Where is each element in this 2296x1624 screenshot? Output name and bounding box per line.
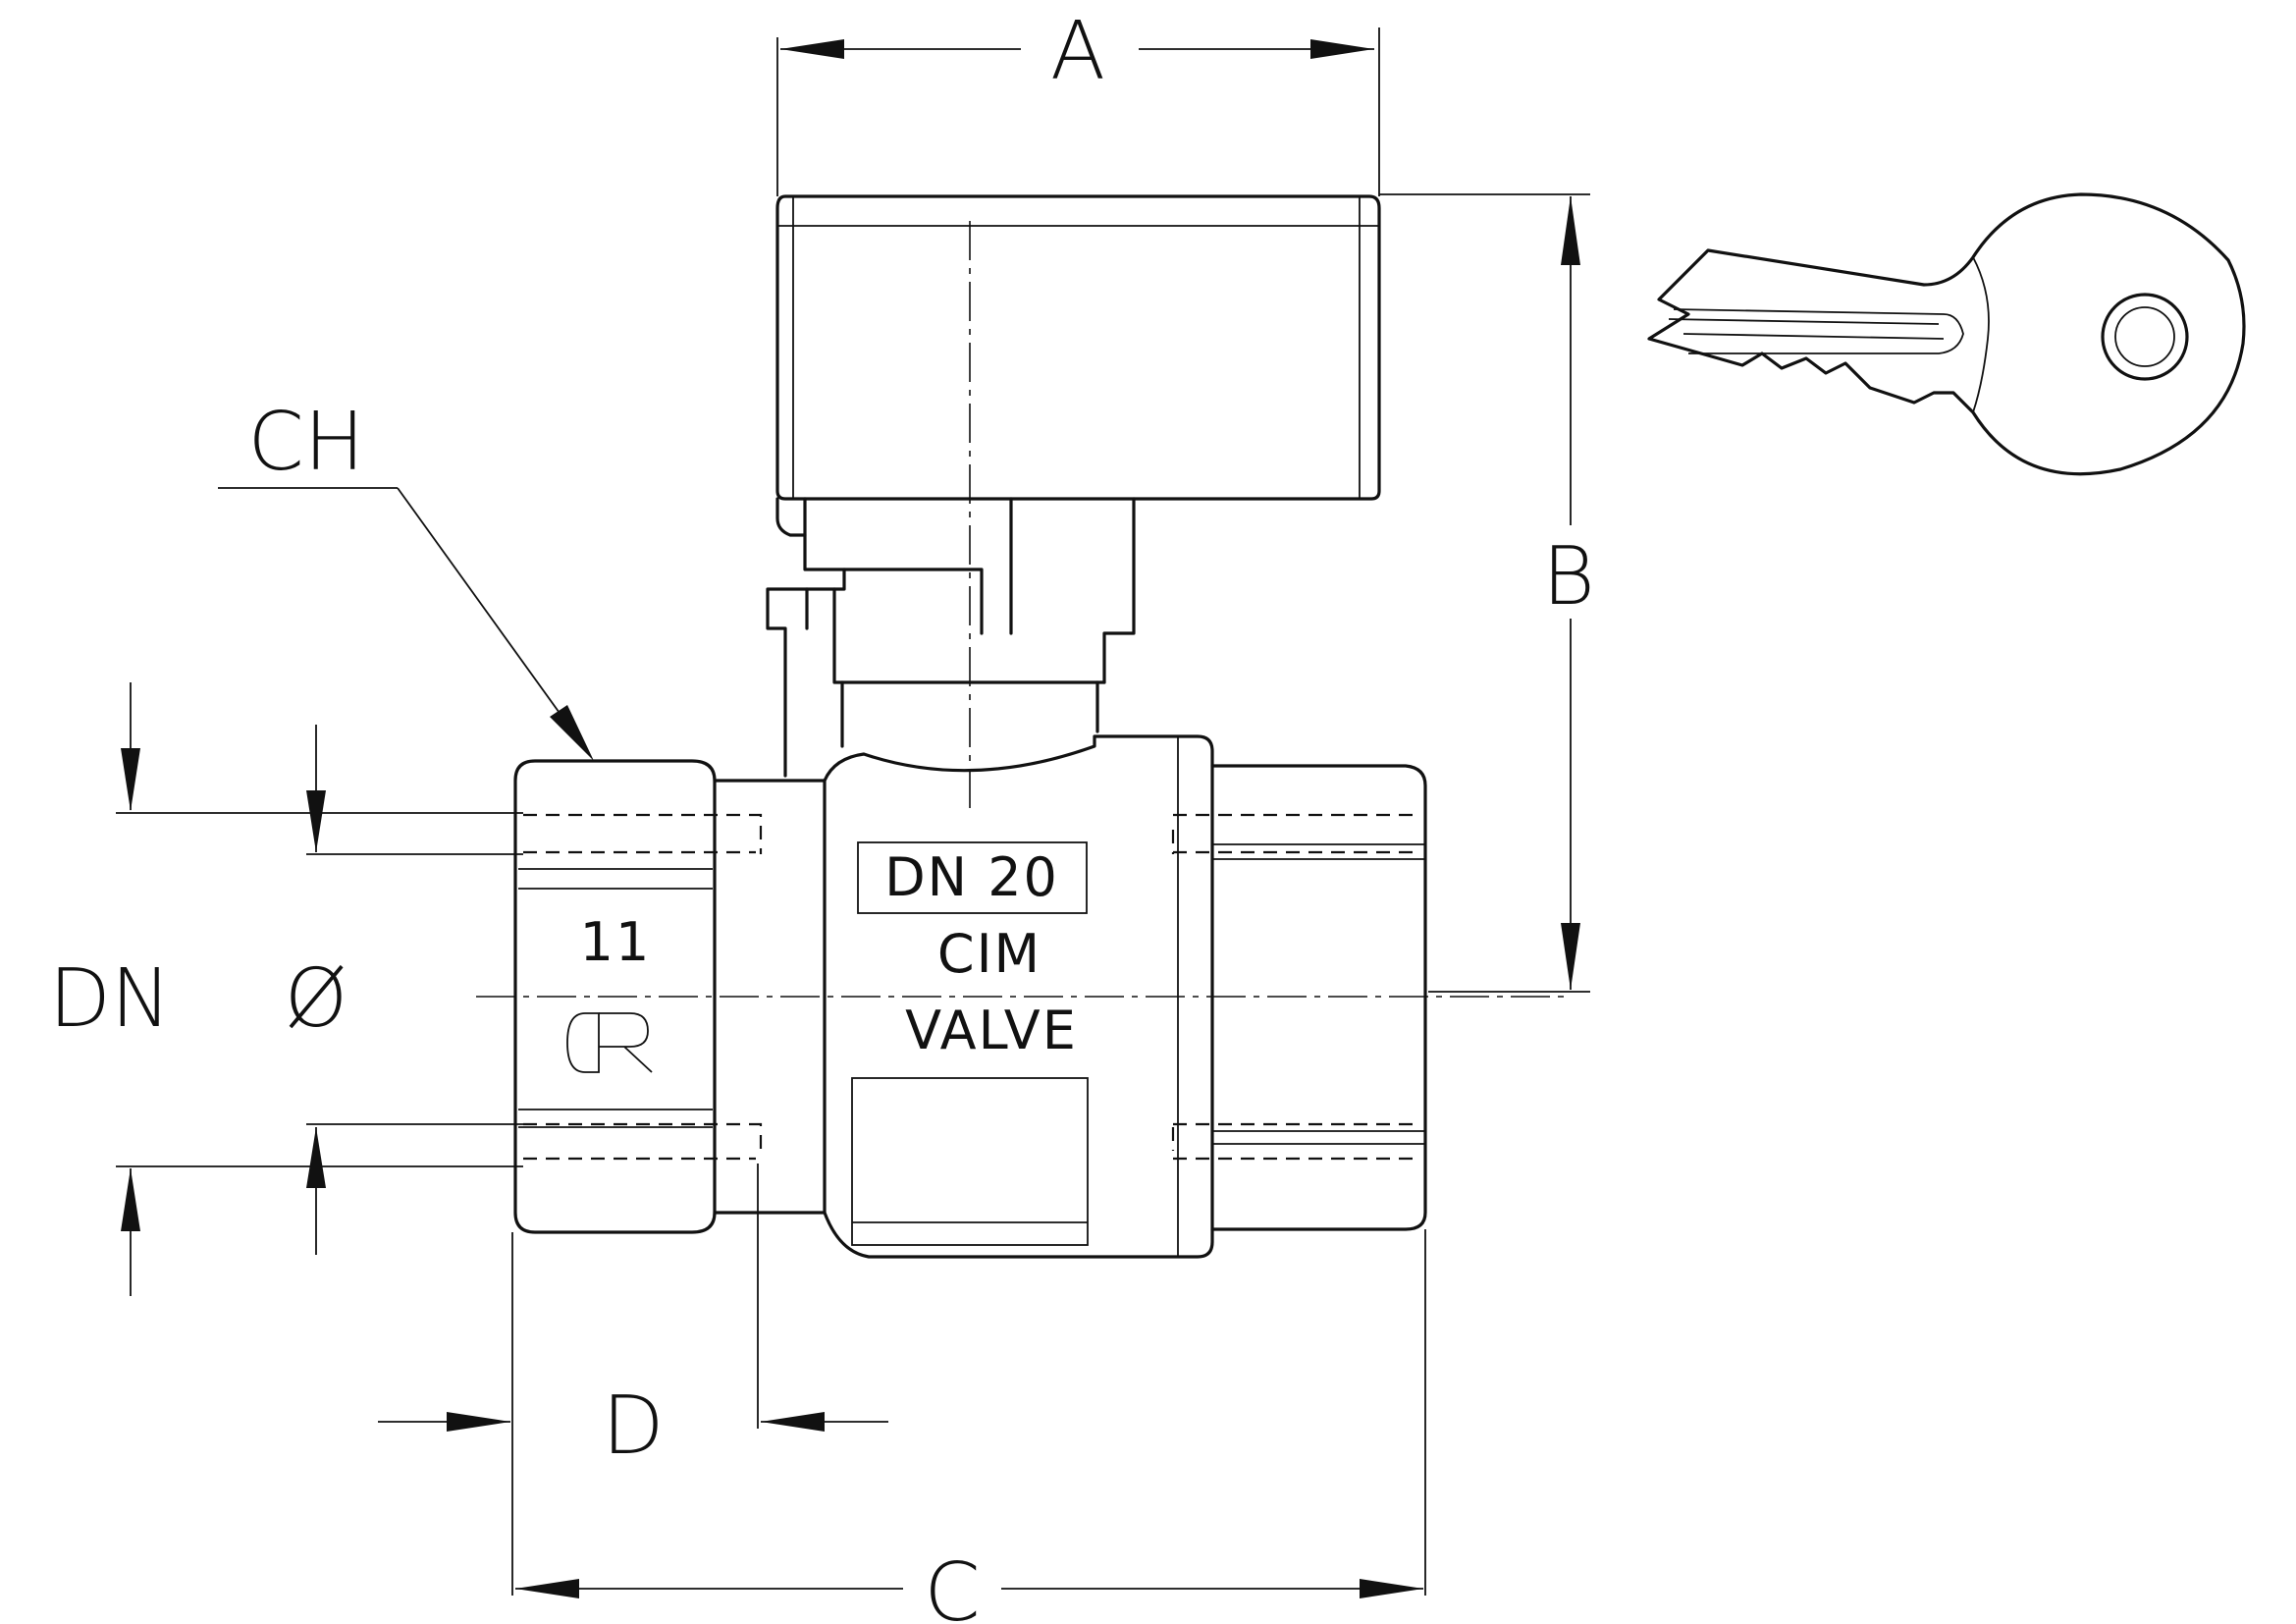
dimension-d: D <box>378 1164 888 1596</box>
brand-marking: CIM <box>937 923 1041 985</box>
key-icon <box>1647 192 2246 476</box>
model-number-marking: 11 <box>580 911 652 973</box>
dimension-dn: DN <box>49 682 523 1296</box>
dimension-diameter: Ø <box>285 725 523 1255</box>
dimension-diameter-label: Ø <box>285 952 348 1046</box>
valve-body <box>513 734 1427 1259</box>
dimension-a: A <box>776 5 1380 196</box>
dimension-d-label: D <box>602 1380 664 1473</box>
body-markings: DN 20 CIM VALVE 11 <box>566 846 1078 1073</box>
lock-handle <box>766 194 1381 778</box>
dimension-b-label: B <box>1542 530 1595 623</box>
dimension-c-label: C <box>924 1546 980 1624</box>
centerlines <box>476 221 1571 998</box>
dimension-dn-label: DN <box>49 952 171 1046</box>
dimension-c: C <box>515 1229 1426 1624</box>
dimension-b: B <box>1379 193 1595 993</box>
dimension-a-label: A <box>1050 5 1105 98</box>
dn-size-marking: DN 20 <box>884 846 1059 908</box>
dimension-ch-label: CH <box>248 396 365 489</box>
dimension-ch: CH <box>218 396 594 761</box>
valve-marking: VALVE <box>905 1000 1078 1061</box>
cr-logo <box>566 1012 653 1073</box>
